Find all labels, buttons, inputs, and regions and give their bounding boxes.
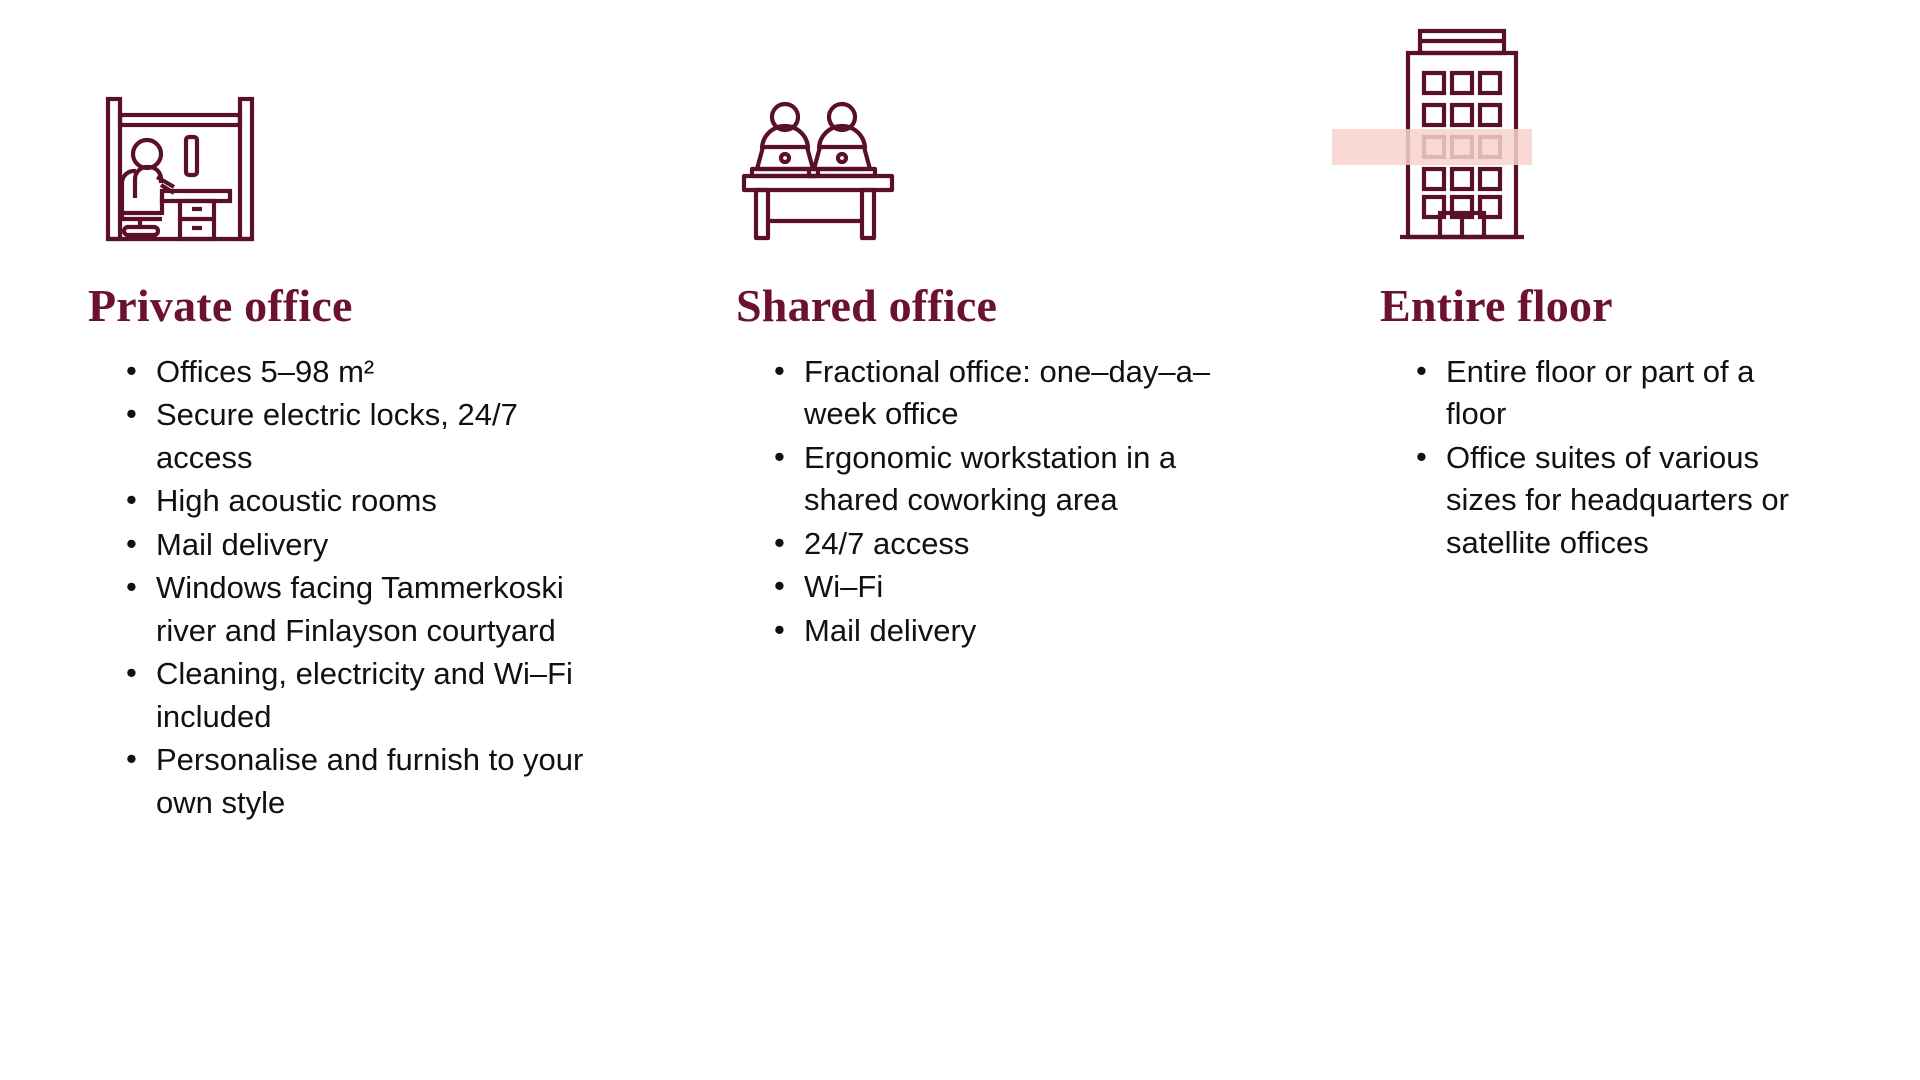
office-type-card-shared-office[interactable]: Shared office Fractional office: one–day… [680, 0, 1360, 653]
list-item: Entire floor or part of a floor [1408, 350, 1808, 436]
list-item: Personalise and furnish to your own styl… [118, 738, 588, 824]
list-item: Cleaning, electricity and Wi–Fi included [118, 652, 588, 738]
list-item: Office suites of various sizes for headq… [1408, 436, 1808, 564]
shared-office-coworkers-desk-icon [738, 95, 1360, 243]
list-item: Offices 5–98 m² [118, 350, 588, 393]
private-office-cubicle-icon [100, 95, 680, 243]
feature-list: Offices 5–98 m² Secure electric locks, 2… [118, 350, 588, 824]
list-item: Windows facing Tammerkoski river and Fin… [118, 566, 588, 652]
office-type-card-entire-floor[interactable]: Entire floor Entire floor or part of a f… [1332, 0, 1920, 565]
list-item: 24/7 access [766, 522, 1236, 565]
card-title: Private office [88, 280, 353, 331]
feature-list: Entire floor or part of a floor Office s… [1408, 350, 1808, 564]
list-item: Mail delivery [118, 523, 588, 566]
list-item: High acoustic rooms [118, 479, 588, 522]
entire-floor-building-icon [1332, 25, 1920, 243]
card-title: Entire floor [1380, 280, 1613, 331]
card-title: Shared office [736, 280, 998, 331]
list-item: Ergonomic workstation in a shared cowork… [766, 436, 1236, 522]
list-item: Fractional office: one–day–a–week office [766, 350, 1236, 436]
list-item: Wi–Fi [766, 565, 1236, 608]
office-type-card-private-office[interactable]: Private office Offices 5–98 m² Secure el… [0, 0, 680, 825]
list-item: Mail delivery [766, 609, 1236, 652]
list-item: Secure electric locks, 24/7 access [118, 393, 588, 479]
feature-list: Fractional office: one–day–a–week office… [766, 350, 1236, 652]
